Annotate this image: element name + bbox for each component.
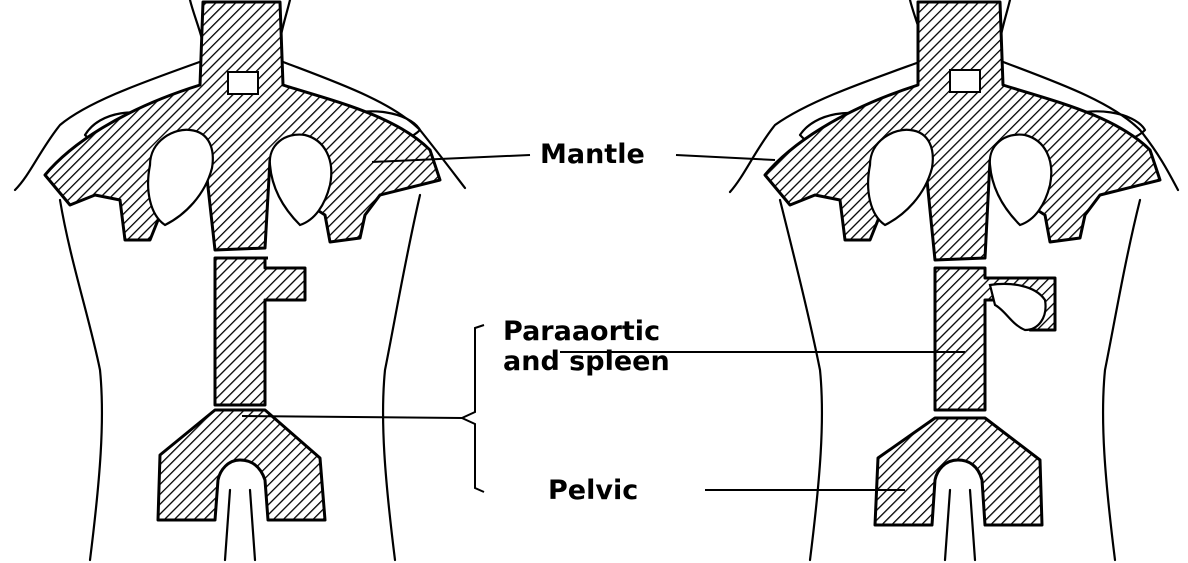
label-bracket: [462, 325, 484, 492]
label-paraaortic-line1: Paraaortic: [503, 316, 660, 347]
right-mantle-field: [765, 2, 1160, 260]
right-pelvic-field: [875, 418, 1042, 525]
label-paraaortic-line2: and spleen: [503, 346, 670, 377]
left-leg-lines: [225, 490, 255, 560]
right-lung-left: [868, 130, 933, 225]
label-mantle: Mantle: [540, 139, 645, 170]
left-pelvic-field: [158, 410, 325, 520]
left-lung-left: [148, 130, 213, 225]
mantle-leader-right: [676, 155, 775, 160]
left-mantle-field: [45, 2, 440, 250]
left-larynx-block: [228, 72, 258, 94]
right-leg-lines: [945, 490, 975, 560]
right-larynx-block: [950, 70, 980, 92]
right-figure: [730, 0, 1178, 560]
label-pelvic: Pelvic: [548, 475, 638, 506]
left-figure: [15, 0, 465, 560]
left-paraaortic-field: [215, 258, 305, 405]
